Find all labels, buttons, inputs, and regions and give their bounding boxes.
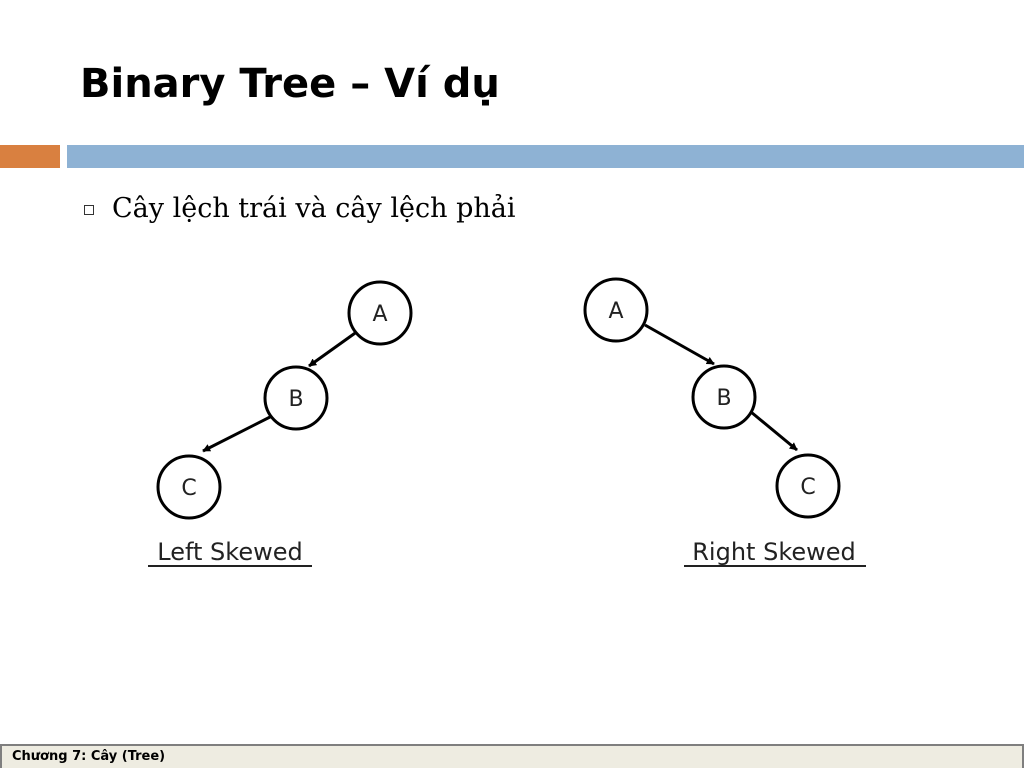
edge-right-a-b	[644, 323, 715, 366]
right-tree-caption: Right Skewed	[692, 538, 856, 566]
left-node-c-label: C	[181, 476, 196, 501]
title-rule-main	[67, 145, 1024, 168]
right-skewed-tree: A B C Right Skewed	[583, 277, 866, 567]
right-node-b: B	[691, 364, 757, 430]
right-node-a: A	[583, 277, 649, 343]
right-node-b-label: B	[716, 386, 731, 411]
right-node-b-circle	[691, 364, 757, 430]
left-node-b: B	[263, 365, 329, 431]
right-node-c: C	[775, 453, 841, 519]
footer-bar: Chương 7: Cây (Tree)	[0, 744, 1024, 768]
right-node-c-circle	[775, 453, 841, 519]
right-node-c-label: C	[800, 475, 815, 500]
edge-left-b-c	[202, 414, 273, 453]
left-tree-caption: Left Skewed	[157, 538, 302, 566]
left-node-a-circle	[347, 280, 413, 346]
left-node-a: A	[347, 280, 413, 346]
left-node-b-label: B	[288, 387, 303, 412]
slide-title: Binary Tree – Ví dụ	[80, 61, 500, 107]
left-node-a-label: A	[372, 302, 387, 327]
left-node-c-circle	[156, 454, 222, 520]
edge-right-b-c	[750, 410, 798, 452]
square-bullet-icon	[84, 205, 94, 215]
left-node-b-circle	[263, 365, 329, 431]
bullet-item: Cây lệch trái và cây lệch phải	[84, 190, 515, 226]
left-node-c: C	[156, 454, 222, 520]
edge-left-a-b	[308, 329, 359, 368]
left-skewed-tree: A B C Left Skewed	[148, 280, 413, 567]
footer-text: Chương 7: Cây (Tree)	[12, 749, 166, 764]
right-node-a-circle	[583, 277, 649, 343]
right-node-a-label: A	[608, 299, 623, 324]
bullet-text: Cây lệch trái và cây lệch phải	[112, 192, 516, 224]
title-rule-accent	[0, 145, 60, 168]
